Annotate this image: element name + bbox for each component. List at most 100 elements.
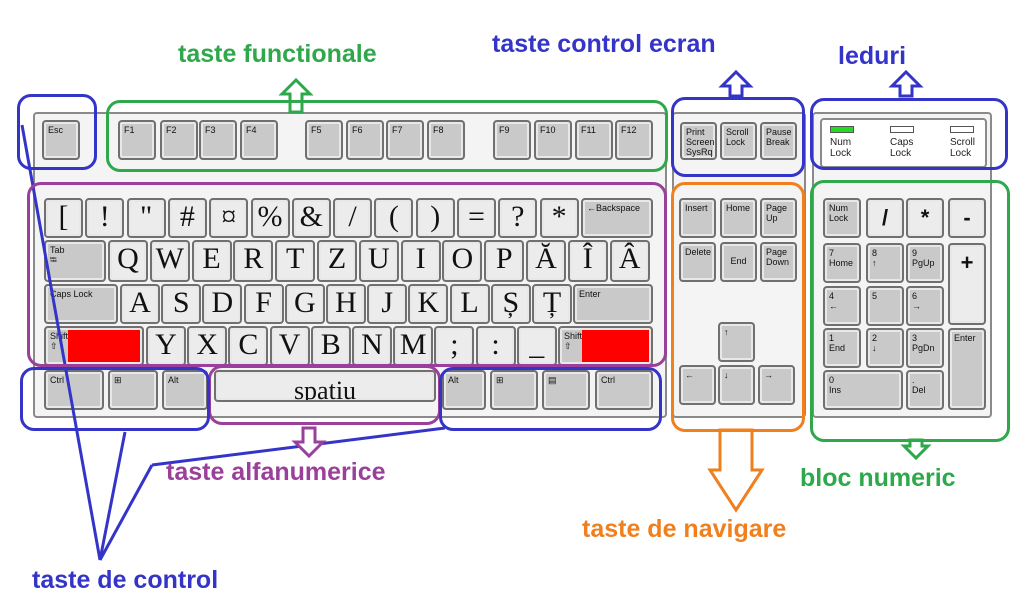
key-esc[interactable]: Esc (42, 120, 80, 160)
key-f9[interactable]: F9 (493, 120, 531, 160)
key-nav[interactable]: Insert (679, 198, 716, 238)
key-symbol[interactable]: [ (44, 198, 83, 238)
key-win-left[interactable]: ⊞ (108, 370, 158, 410)
key-screen-control[interactable]: Print Screen SysRq (680, 122, 717, 160)
key-f6[interactable]: F6 (346, 120, 384, 160)
key-letter[interactable]: T (275, 240, 316, 282)
key-letter[interactable]: Ț (532, 284, 572, 324)
key-f7[interactable]: F7 (386, 120, 424, 160)
key-letter[interactable]: V (269, 326, 310, 366)
key-symbol[interactable]: ) (415, 198, 455, 238)
key-nav[interactable]: ↑ (718, 322, 755, 362)
key-numpad[interactable]: 3 PgDn (906, 328, 944, 368)
key-nav[interactable]: Page Up (760, 198, 797, 238)
key-symbol[interactable]: ! (85, 198, 125, 238)
key-letter[interactable]: K (408, 284, 449, 324)
key-letter[interactable]: Y (146, 326, 186, 366)
key-numpad[interactable]: 6 → (906, 286, 944, 326)
key-numpad[interactable]: 2 ↓ (866, 328, 904, 368)
key-symbol[interactable]: ( (374, 198, 414, 238)
key-letter[interactable]: G (284, 284, 325, 324)
key-letter[interactable]: Ș (490, 284, 531, 324)
key-numpad[interactable]: * (906, 198, 944, 238)
key-symbol[interactable]: ¤ (209, 198, 249, 238)
key-nav[interactable]: Page Down (760, 242, 797, 282)
key-letter[interactable]: H (326, 284, 366, 324)
key-enter[interactable]: Enter (573, 284, 653, 324)
key-symbol[interactable]: / (333, 198, 373, 238)
key-f3[interactable]: F3 (199, 120, 237, 160)
key-numpad[interactable]: 0 Ins (823, 370, 903, 410)
key-letter[interactable]: F (243, 284, 284, 324)
key-tab[interactable]: Tab ⭾ (44, 240, 106, 282)
key-numpad[interactable]: - (948, 198, 986, 238)
label-functional: taste functionale (178, 40, 377, 68)
key-letter[interactable]: Q (108, 240, 148, 282)
key-nav[interactable]: ← (679, 365, 716, 405)
key-backspace[interactable]: ←Backspace (581, 198, 653, 238)
key-numpad[interactable]: 9 PgUp (906, 243, 944, 283)
key-numpad[interactable]: . Del (906, 370, 944, 410)
key-nav[interactable]: End (720, 242, 757, 282)
led-indicator (830, 126, 854, 133)
key-letter[interactable]: W (149, 240, 190, 282)
key-letter[interactable]: Î (567, 240, 608, 282)
key-nav[interactable]: Home (720, 198, 757, 238)
key-nav[interactable]: Delete (679, 242, 716, 282)
key-ctrl-right[interactable]: Ctrl (595, 370, 653, 410)
key-nav[interactable]: ↓ (718, 365, 755, 405)
key-f10[interactable]: F10 (534, 120, 572, 160)
key-numpad[interactable]: Num Lock (823, 198, 861, 238)
key-letter[interactable]: X (187, 326, 228, 366)
key-numpad[interactable]: Enter (948, 328, 986, 410)
key-f8[interactable]: F8 (427, 120, 465, 160)
key-ctrl-left[interactable]: Ctrl (44, 370, 104, 410)
key-f2[interactable]: F2 (160, 120, 198, 160)
key-letter[interactable]: U (358, 240, 399, 282)
key-letter[interactable]: Ă (526, 240, 566, 282)
key-symbol[interactable]: & (291, 198, 331, 238)
key-f11[interactable]: F11 (575, 120, 613, 160)
key-letter[interactable]: Z (317, 240, 357, 282)
key-numpad[interactable]: / (866, 198, 904, 238)
key-symbol[interactable]: # (167, 198, 207, 238)
key-letter[interactable]: J (367, 284, 408, 324)
key-screen-control[interactable]: Pause Break (760, 122, 797, 160)
key-symbol[interactable]: * (539, 198, 579, 238)
key-letter[interactable]: O (442, 240, 483, 282)
box-space (208, 365, 441, 425)
box-numpad (810, 180, 1010, 442)
key-menu[interactable]: ▤ (542, 370, 590, 410)
key-letter[interactable]: L (449, 284, 490, 324)
key-letter[interactable]: E (191, 240, 232, 282)
key-f5[interactable]: F5 (305, 120, 343, 160)
key-symbol[interactable]: = (457, 198, 496, 238)
key-letter[interactable]: I (400, 240, 441, 282)
key-numpad[interactable]: 7 Home (823, 243, 861, 283)
key-letter[interactable]: Â (609, 240, 650, 282)
key-letter[interactable]: S (161, 284, 202, 324)
key-letter[interactable]: A (120, 284, 160, 324)
key-letter[interactable]: B (310, 326, 351, 366)
key-f12[interactable]: F12 (615, 120, 653, 160)
key-numpad[interactable]: 5 (866, 286, 904, 326)
key-letter[interactable]: C (228, 326, 269, 366)
key-f4[interactable]: F4 (240, 120, 278, 160)
key-win-right[interactable]: ⊞ (490, 370, 538, 410)
key-nav[interactable]: → (758, 365, 795, 405)
key-letter[interactable]: P (484, 240, 525, 282)
key-letter[interactable]: _ (516, 326, 557, 366)
key-numpad[interactable]: 1 End (823, 328, 861, 368)
key-numpad[interactable]: 4 ← (823, 286, 861, 326)
key-f1[interactable]: F1 (118, 120, 156, 160)
key-screen-control[interactable]: Scroll Lock (720, 122, 757, 160)
key-letter[interactable]: R (233, 240, 274, 282)
key-symbol[interactable]: " (126, 198, 166, 238)
key-symbol[interactable]: % (250, 198, 290, 238)
key-symbol[interactable]: ? (498, 198, 538, 238)
key-letter[interactable]: D (202, 284, 243, 324)
key-numpad[interactable]: + (948, 243, 986, 325)
key-letter[interactable]: : (475, 326, 516, 366)
key-space[interactable]: spațiu (214, 370, 436, 402)
key-numpad[interactable]: 8 ↑ (866, 243, 904, 283)
